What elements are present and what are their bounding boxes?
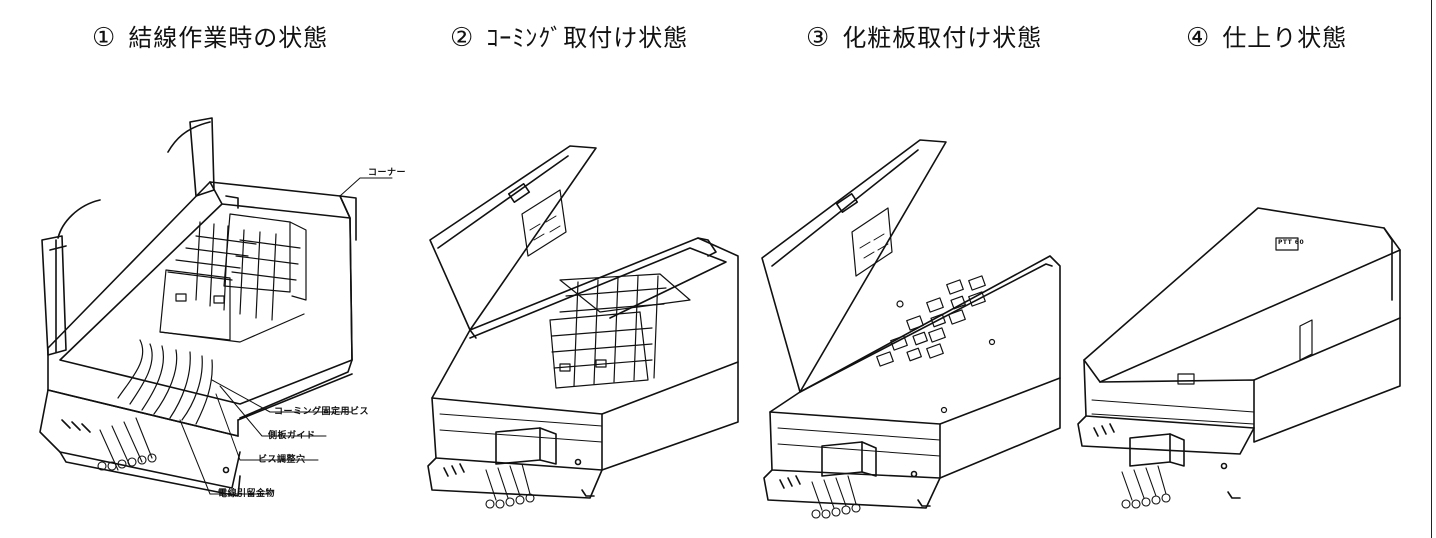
box-4-finished-illustration — [1078, 208, 1400, 508]
box-1-wiring-illustration — [40, 118, 392, 496]
panel-tag: PTT 60 — [1278, 239, 1304, 246]
callout-screw-hole: ビス調整穴 — [258, 452, 306, 465]
callout-coaming-screw: コーミング固定用ビス — [274, 404, 369, 417]
box-2-coaming-illustration — [428, 146, 738, 508]
box-3-cosmetic-plate-illustration — [762, 140, 1060, 518]
callout-side-guide: 側板ガイド — [268, 428, 316, 441]
callout-corner: コーナー — [368, 165, 406, 178]
callout-cable-clamp: 電線引留金物 — [218, 486, 275, 499]
